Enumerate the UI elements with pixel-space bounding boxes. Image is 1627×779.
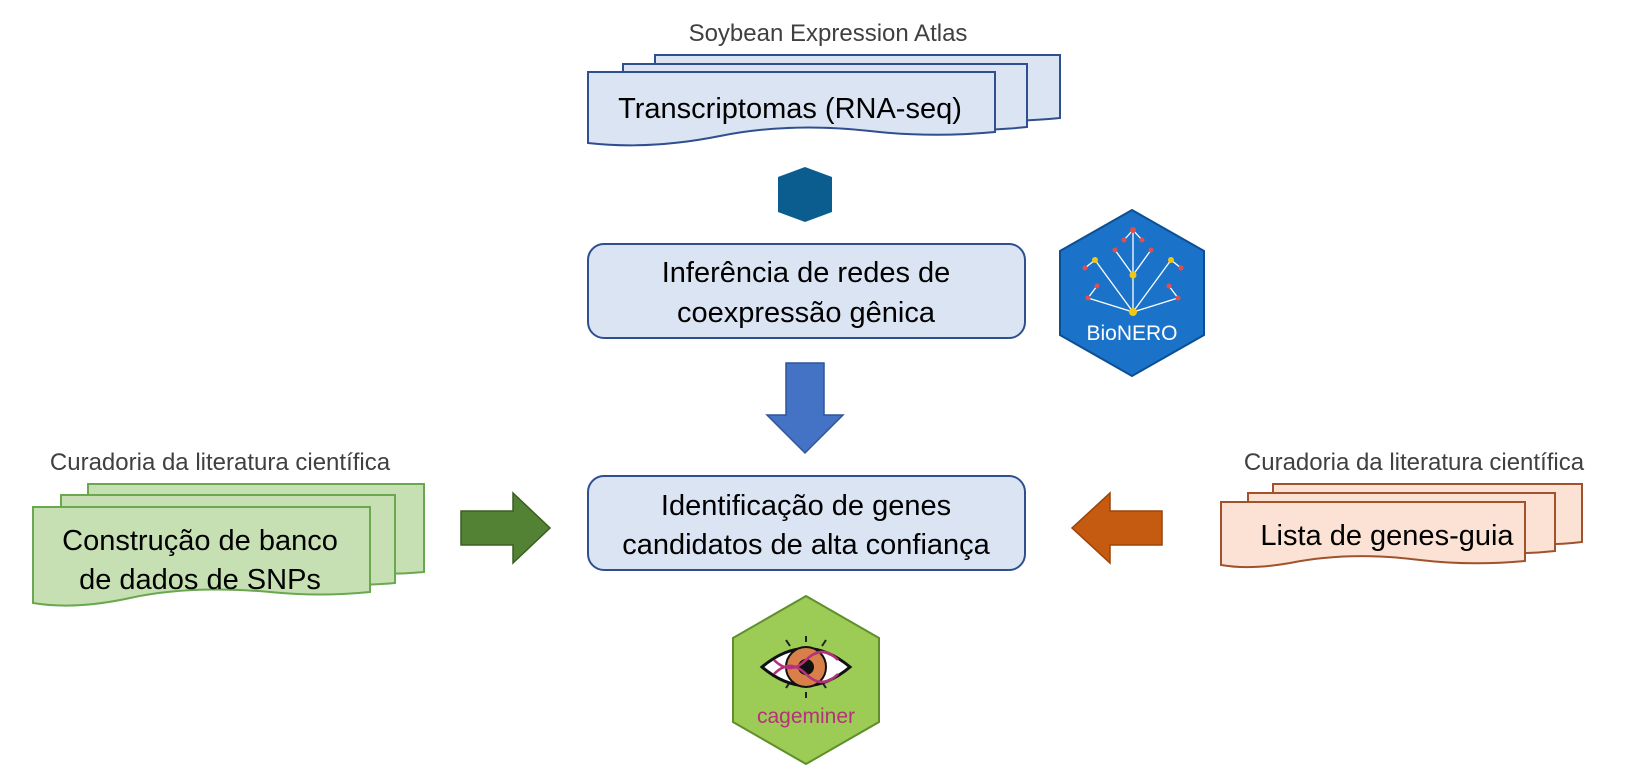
network-hub-nodes: [1092, 257, 1174, 316]
transcriptomes-document-stack: Transcriptomas (RNA-seq): [587, 54, 1061, 147]
guide-genes-label: Lista de genes-guia: [1260, 520, 1514, 552]
network-nodes: [1082, 227, 1184, 301]
chevron-down-icon: [778, 167, 832, 222]
cageminer-label: cageminer: [757, 705, 855, 728]
doc-page-front: [1220, 501, 1526, 569]
down-arrow-icon: [765, 362, 845, 455]
step-network-inference: Inferência de redes de coexpressão gênic…: [587, 243, 1026, 339]
step-label-line2: candidatos de alta confiança: [622, 529, 990, 561]
doc-page-front: [32, 506, 371, 607]
left-caption: Curadoria da literatura científica: [50, 449, 391, 476]
top-caption: Soybean Expression Atlas: [689, 20, 968, 47]
doc-page-front: [587, 71, 996, 147]
step-box: [587, 475, 1026, 571]
right-arrow-icon: [460, 491, 552, 565]
transcriptomes-label: Transcriptomas (RNA-seq): [618, 93, 962, 125]
eye-icon: [759, 636, 853, 698]
step-candidate-genes: Identificação de genes candidatos de alt…: [587, 475, 1026, 571]
cageminer-logo: cageminer: [732, 594, 880, 766]
guide-genes-document-stack: Lista de genes-guia: [1220, 483, 1583, 569]
step-box: [587, 243, 1026, 339]
bionero-hexagon: [1059, 208, 1205, 378]
step-label-line1: Inferência de redes de: [662, 257, 951, 289]
snp-database-document-stack: Construção de banco de dados de SNPs: [32, 483, 425, 607]
snp-database-line1: Construção de banco: [62, 525, 338, 557]
bionero-label: BioNERO: [1086, 322, 1177, 345]
step-label-line1: Identificação de genes: [661, 490, 951, 522]
step-label-line2: coexpressão gênica: [677, 297, 936, 329]
left-arrow-icon: [1070, 491, 1163, 565]
right-caption: Curadoria da literatura científica: [1244, 449, 1585, 476]
bionero-logo: BioNERO: [1059, 208, 1205, 378]
snp-database-line2: de dados de SNPs: [79, 564, 321, 596]
